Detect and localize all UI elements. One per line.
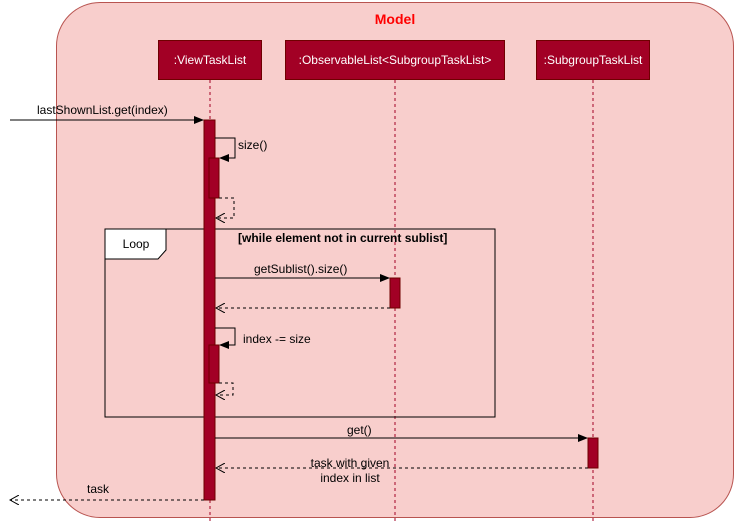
label-get-call: get() [347,423,372,437]
participant-subgrouptasklist: :SubgroupTaskList [536,40,650,80]
participant-observablelist: :ObservableList<SubgroupTaskList> [285,40,505,80]
message-self-size [215,137,236,162]
loop-tag-shape [104,228,167,260]
activation-self-size [208,157,220,199]
frame-title: Model [374,11,416,27]
return-self-index [216,382,234,395]
label-loop-call: getSublist().size() [254,262,348,276]
label-self-size: size() [238,138,268,152]
participant-viewtasklist: :ViewTaskList [158,40,262,80]
message-self-index [215,327,236,349]
label-self-index: index -= size [243,332,311,346]
activation-self-index [208,344,220,384]
label-final-return: task [87,482,110,496]
label-get-return-line1: task with given [310,456,390,470]
label-incoming-call: lastShownList.get(index) [37,103,168,117]
activation-observablelist [389,277,401,309]
label-get-return-line2: index in list [320,471,380,485]
loop-condition: [while element not in current sublist] [238,231,448,245]
loop-tag: Loop [122,237,150,251]
loop-fragment [104,228,496,418]
return-self-size [216,197,235,218]
activation-subgrouptasklist [587,437,599,469]
